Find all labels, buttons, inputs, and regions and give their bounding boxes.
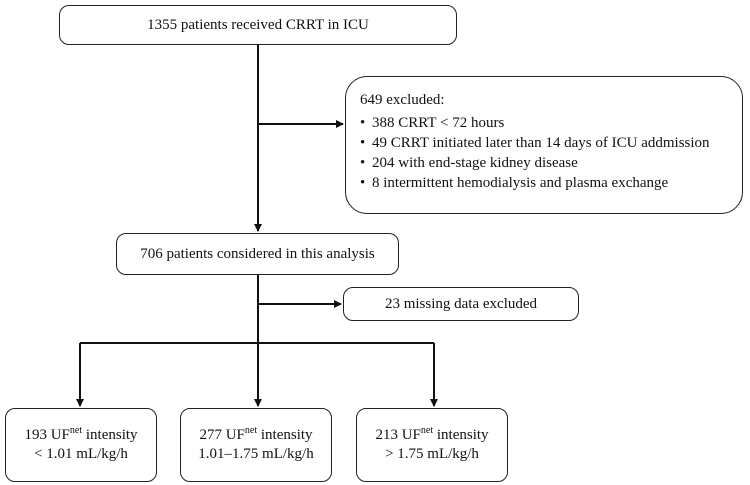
group-title: 277 UFnet intensity <box>199 426 312 445</box>
group-unit-sup: net <box>420 425 434 436</box>
box-patients-analyzed: 706 patients considered in this analysis <box>116 233 399 275</box>
group-label: intensity <box>85 427 138 443</box>
box-group-moderate-intensity: 277 UFnet intensity 1.01–1.75 mL/kg/h <box>180 408 332 482</box>
group-count: 193 <box>24 427 47 443</box>
excluded-item: 8 intermittent hemodialysis and plasma e… <box>360 173 742 193</box>
box-excluded: 649 excluded: 388 CRRT < 72 hours 49 CRR… <box>345 76 743 214</box>
group-range: 1.01–1.75 mL/kg/h <box>198 446 314 462</box>
group-title: 193 UFnet intensity <box>24 426 137 445</box>
box-missing-data: 23 missing data excluded <box>343 287 579 321</box>
group-unit: UF <box>225 427 245 443</box>
excluded-list: 388 CRRT < 72 hours 49 CRRT initiated la… <box>360 113 742 193</box>
excluded-heading: 649 excluded: <box>360 92 445 108</box>
group-unit: UF <box>50 427 70 443</box>
excluded-item: 204 with end-stage kidney disease <box>360 153 742 173</box>
box-patients-received-crrt: 1355 patients received CRRT in ICU <box>59 5 457 45</box>
box-group-high-intensity: 213 UFnet intensity > 1.75 mL/kg/h <box>356 408 508 482</box>
excluded-item: 49 CRRT initiated later than 14 days of … <box>360 133 742 153</box>
group-label: intensity <box>436 427 489 443</box>
group-unit: UF <box>401 427 421 443</box>
group-title: 213 UFnet intensity <box>375 426 488 445</box>
group-unit-sup: net <box>244 425 258 436</box>
excluded-item: 388 CRRT < 72 hours <box>360 113 742 133</box>
group-count: 213 <box>375 427 398 443</box>
box-group-low-intensity: 193 UFnet intensity < 1.01 mL/kg/h <box>5 408 157 482</box>
group-range: > 1.75 mL/kg/h <box>385 446 479 462</box>
group-unit-sup: net <box>69 425 83 436</box>
group-range: < 1.01 mL/kg/h <box>34 446 128 462</box>
box-top-text: 1355 patients received CRRT in ICU <box>147 16 369 33</box>
box-analysis-text: 706 patients considered in this analysis <box>140 245 375 262</box>
group-count: 277 <box>199 427 222 443</box>
group-label: intensity <box>260 427 313 443</box>
box-missing-text: 23 missing data excluded <box>384 295 538 312</box>
